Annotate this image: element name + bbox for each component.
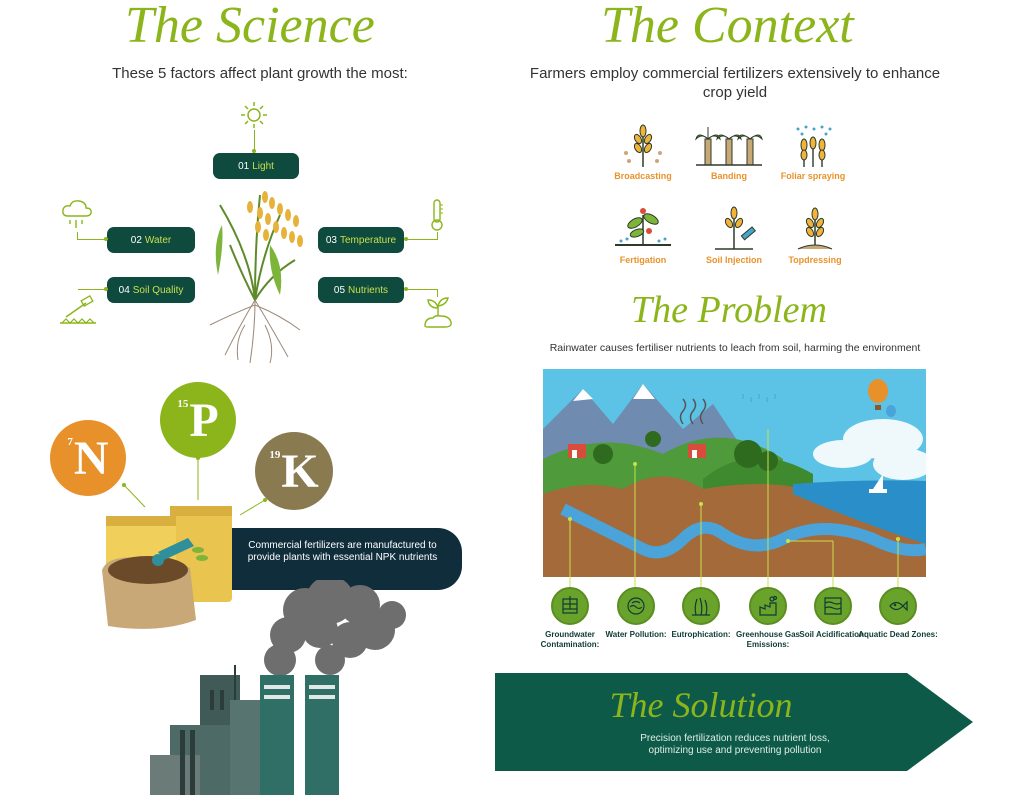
palm-row-icon	[695, 127, 763, 166]
sun-icon	[240, 101, 268, 134]
context-title: The Context	[601, 0, 854, 54]
method-fertigation: Fertigation	[598, 205, 688, 265]
water-pollution-icon	[627, 597, 645, 615]
impact-water-pollution: Water Pollution:	[591, 587, 681, 640]
dead-fish-icon	[889, 600, 908, 612]
method-label: Soil Injection	[705, 255, 762, 265]
method-label: Broadcasting	[614, 171, 672, 181]
problem-subtitle: Rainwater causes fertiliser nutrients to…	[549, 342, 921, 354]
rain-cloud-icon	[60, 198, 94, 237]
solution-title: The Solution	[609, 685, 793, 725]
wheat-spray-icon	[796, 125, 832, 167]
fertilizer-bags-illustration	[98, 500, 238, 640]
npk-connectors	[122, 456, 267, 516]
wheat-broadcast-icon	[624, 124, 662, 167]
method-banding: Banding	[684, 123, 774, 181]
impact-greenhouse-gas-emissions: Greenhouse Gas Emissions:	[723, 587, 813, 650]
impact-eutrophication: Eutrophication:	[656, 587, 746, 640]
method-label: Fertigation	[619, 255, 667, 265]
solution-banner	[495, 673, 975, 776]
method-label: Topdressing	[788, 255, 842, 265]
method-label: Foliar spraying	[780, 171, 846, 181]
irrigated-plant-icon	[615, 208, 671, 246]
npk-caption-box: Commercial fertilizers are manufactured …	[190, 528, 462, 590]
sprout-icon	[421, 296, 455, 335]
factory-smoke-icon	[759, 595, 778, 616]
context-subtitle: Farmers employ commercial fertilizers ex…	[529, 65, 941, 101]
soil-tool-icon	[58, 293, 98, 334]
method-foliar-spraying: Foliar spraying	[768, 123, 858, 181]
groundwater-icon	[562, 596, 578, 614]
impact-groundwater-contamination: Groundwater Contamination:	[525, 587, 615, 650]
rice-plant-illustration	[200, 185, 315, 370]
factory-smoke-illustration	[130, 576, 420, 800]
wheat-topdress-icon	[797, 207, 833, 250]
method-soil-injection: Soil Injection	[689, 205, 779, 265]
solution-text: Precision fertilization reduces nutrient…	[640, 733, 830, 756]
science-title: The Science	[125, 0, 375, 54]
soil-layers-icon	[824, 597, 842, 615]
impact-soil-acidification: Soil Acidification:	[788, 587, 878, 640]
method-topdressing: Topdressing	[770, 205, 860, 265]
problem-title: The Problem	[631, 289, 827, 331]
method-broadcasting: Broadcasting	[598, 123, 688, 181]
leaching-landscape-illustration	[543, 369, 933, 582]
syringe-wheat-icon	[715, 206, 756, 250]
algae-icon	[692, 597, 710, 616]
science-subtitle: These 5 factors affect plant growth the …	[112, 65, 408, 82]
impact-aquatic-dead-zones: Aquatic Dead Zones:	[853, 587, 943, 640]
npk-caption: Commercial fertilizers are manufactured …	[247, 540, 438, 563]
thermometer-icon	[428, 198, 446, 237]
method-label: Banding	[711, 171, 747, 181]
